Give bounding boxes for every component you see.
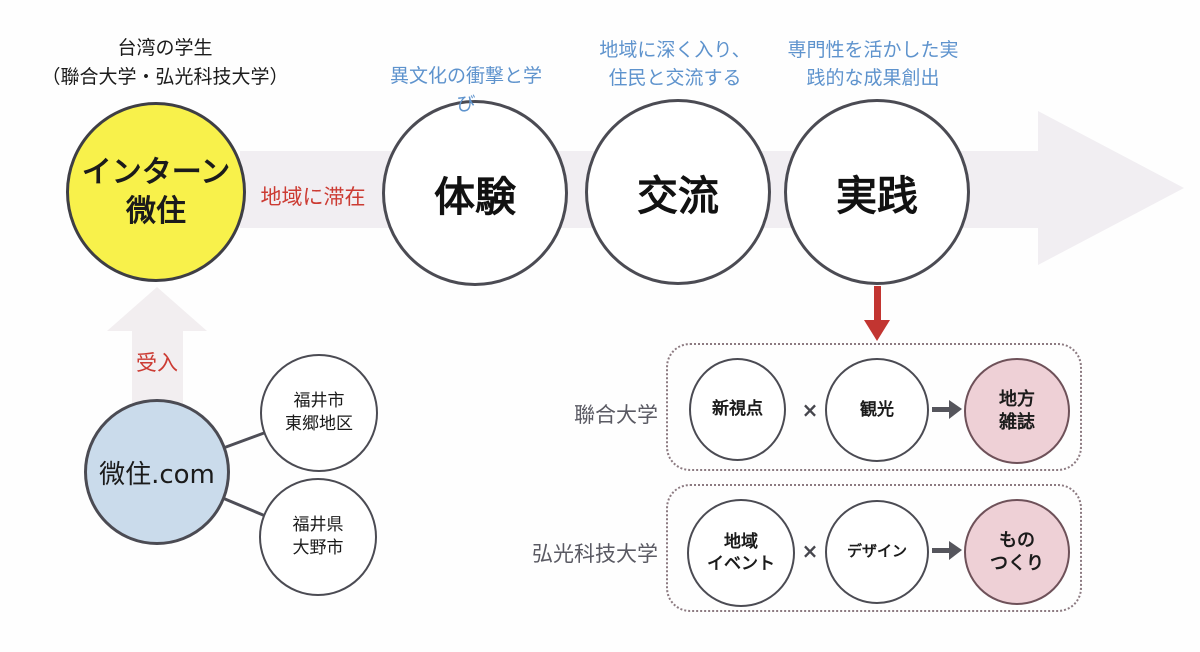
intake-arrow-head-icon (107, 287, 207, 331)
intake-label: 受入 (136, 351, 178, 375)
outcome2-input1-line2: イベント (707, 554, 775, 574)
start-circle-line1: インターン (81, 155, 231, 190)
region-circle-fukui-togo: 福井市 東郷地区 (260, 354, 378, 472)
start-circle-line2: 微住 (126, 194, 186, 229)
audience-title: 台湾の学生 （聯合大学・弘光科技大学） (20, 34, 310, 93)
outcome2-arrow-shaft (932, 548, 949, 553)
outcome1-input1-circle: 新視点 (689, 358, 786, 461)
outcome2-result-line2: つくり (990, 553, 1044, 574)
outcome2-input1-line1: 地域 (724, 531, 758, 552)
outcome2-result-line1: もの (999, 529, 1035, 551)
caption-kouryu: 地域に深く入り、 住民と交流する (585, 37, 765, 92)
result-arrow-head-icon (864, 320, 890, 341)
region2-line1: 福井県 (292, 515, 344, 536)
step-circle-taiken: 体験 (382, 100, 568, 286)
caption-jissen-line2: 践的な成果創出 (806, 66, 940, 89)
university-label-rengo: 聯合大学 (574, 403, 658, 427)
region2-line2: 大野市 (292, 538, 344, 558)
outcome2-input1-circle: 地域 イベント (687, 499, 795, 607)
outcome2-arrow-head (949, 541, 962, 560)
outcome1-arrow-head (949, 400, 962, 419)
outcome1-multiply-icon: × (801, 398, 819, 422)
outcome2-arrow-icon (932, 541, 962, 560)
caption-jissen: 専門性を活かした実 践的な成果創出 (783, 37, 963, 92)
university-label-hungkuang: 弘光科技大学 (532, 542, 658, 566)
caption-kouryu-line1: 地域に深く入り、 (599, 39, 751, 61)
outcome1-result-circle: 地方 雑誌 (964, 358, 1070, 464)
result-arrow-shaft (874, 286, 881, 322)
outcome-box-rengo (666, 343, 1082, 471)
outcome2-input2-circle: デザイン (825, 500, 929, 604)
step-circle-jissen: 実践 (784, 99, 970, 285)
region1-line2: 東郷地区 (285, 414, 353, 434)
flow-arrow-head-icon (1038, 111, 1184, 265)
outcome1-result-line2: 雑誌 (999, 412, 1035, 433)
start-circle-intern-bijuu: インターン 微住 (66, 102, 246, 282)
outcome2-multiply-icon: × (801, 539, 819, 563)
outcome1-arrow-icon (932, 400, 962, 419)
audience-title-line2: （聯合大学・弘光科技大学） (41, 66, 289, 89)
caption-taiken: 異文化の衝撃と学び (389, 65, 542, 115)
caption-jissen-line1: 専門性を活かした実 (787, 39, 959, 61)
caption-kouryu-line2: 住民と交流する (608, 66, 742, 89)
region-circle-fukui-ono: 福井県 大野市 (259, 478, 377, 596)
transition-label: 地域に滞在 (260, 185, 366, 209)
region1-line1: 福井市 (293, 391, 345, 412)
platform-circle: 微住.com (84, 399, 230, 545)
step-circle-kouryu: 交流 (585, 99, 771, 285)
outcome1-arrow-shaft (932, 407, 949, 412)
outcome1-input2-circle: 観光 (825, 358, 929, 462)
audience-title-line1: 台湾の学生 (117, 37, 213, 59)
outcome1-result-line1: 地方 (999, 388, 1035, 410)
outcome2-result-circle: もの つくり (964, 499, 1070, 605)
outcome-box-hungkuang (666, 484, 1082, 612)
